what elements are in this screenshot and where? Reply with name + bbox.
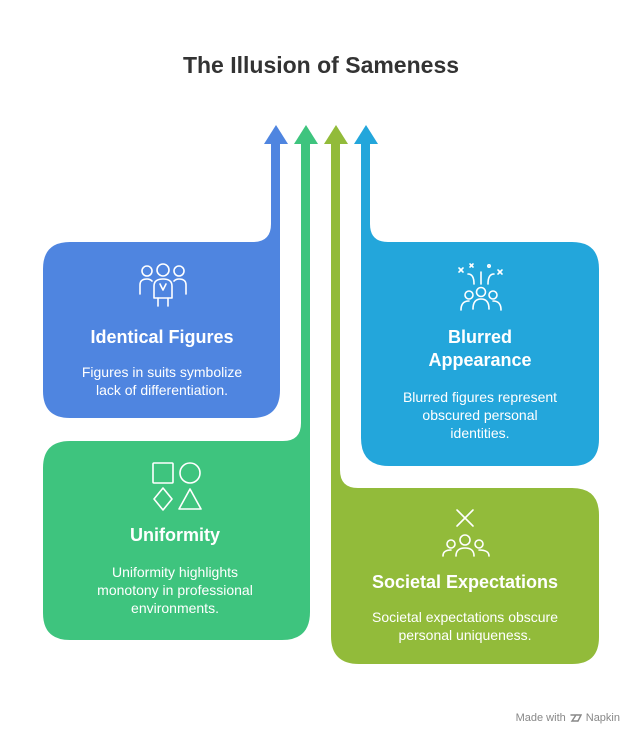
napkin-logo-icon <box>570 714 582 722</box>
napkin-brand: Napkin <box>585 712 620 724</box>
olive-arrow-head <box>324 125 348 144</box>
card-title: Societal Expectations <box>371 572 559 592</box>
blue-branch <box>43 125 288 418</box>
footer-attribution: Made with Napkin <box>516 712 620 724</box>
card-description: Uniformity highlights monotony in profes… <box>97 564 253 616</box>
card-blurred-appearance: Blurred Appearance Blurred figures repre… <box>390 326 570 442</box>
cyan-arrow-head <box>354 125 378 144</box>
card-title: Blurred Appearance <box>428 327 532 370</box>
green-arrow-head <box>294 125 318 144</box>
crowd-cross-icon <box>442 509 490 557</box>
blue-card-shape <box>43 138 280 418</box>
card-title: Identical Figures <box>90 327 234 347</box>
people-group-icon <box>139 263 187 307</box>
card-description: Societal expectations obscure personal u… <box>372 609 558 643</box>
card-uniformity: Uniformity Uniformity highlights monoton… <box>62 524 288 617</box>
card-description: Figures in suits symbolize lack of diffe… <box>81 364 243 398</box>
crowd-sparkle-icon <box>458 263 503 311</box>
shapes-icon <box>152 462 202 511</box>
olive-card-shape <box>331 138 599 664</box>
diagram-title: The Illusion of Sameness <box>182 52 460 78</box>
blue-arrow-head <box>264 125 288 144</box>
cyan-card-shape <box>361 138 599 466</box>
cyan-branch <box>354 125 599 466</box>
card-title: Uniformity <box>130 525 220 545</box>
card-description: Blurred figures represent obscured perso… <box>402 389 558 441</box>
made-with-label: Made with <box>515 712 566 724</box>
card-identical-figures: Identical Figures Figures in suits symbo… <box>62 326 262 399</box>
green-branch <box>43 125 318 640</box>
olive-branch <box>324 125 599 664</box>
green-card-shape <box>43 138 310 640</box>
card-societal-expectations: Societal Expectations Societal expectati… <box>352 571 578 644</box>
